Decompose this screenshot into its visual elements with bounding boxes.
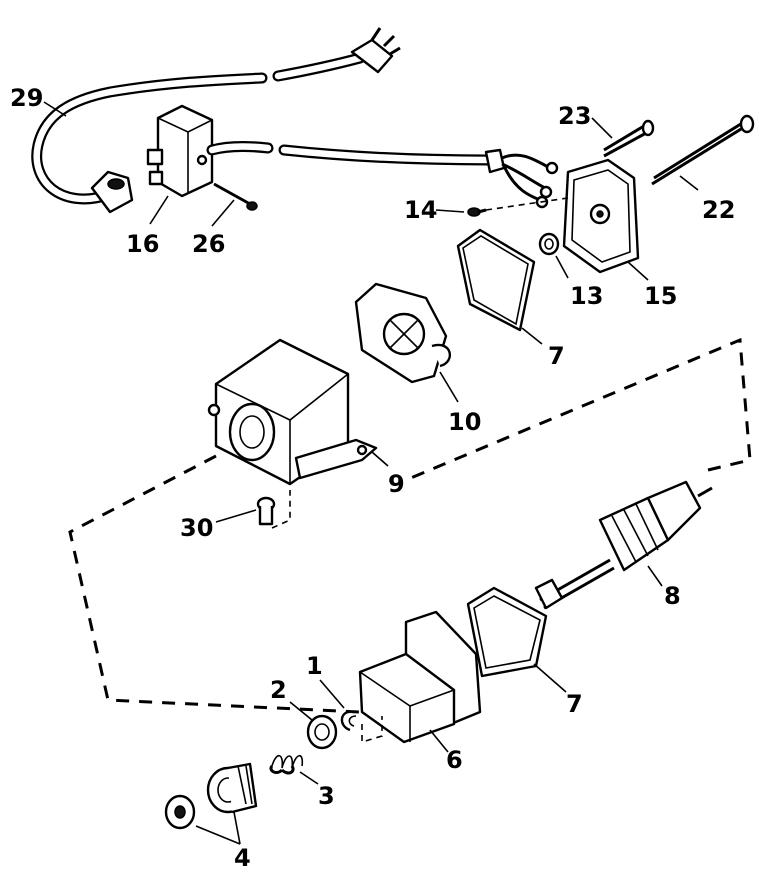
callout-23: 23 bbox=[558, 102, 591, 130]
callout-9: 9 bbox=[388, 470, 405, 498]
callout-13: 13 bbox=[570, 282, 603, 310]
drive-end-housing bbox=[358, 610, 482, 744]
callout-26: 26 bbox=[192, 230, 225, 258]
callout-16: 16 bbox=[126, 230, 159, 258]
end-cap bbox=[485, 158, 640, 274]
field-housing bbox=[207, 338, 378, 486]
callout-6: 6 bbox=[446, 746, 463, 774]
callout-15: 15 bbox=[644, 282, 677, 310]
callout-3: 3 bbox=[318, 782, 335, 810]
callout-labels: 29 16 26 23 22 14 13 15 7 10 9 30 8 7 1 … bbox=[10, 84, 735, 872]
alignment-frame bbox=[68, 337, 752, 714]
callout-29: 29 bbox=[10, 84, 43, 112]
switch-box bbox=[146, 104, 274, 198]
bolt-23 bbox=[603, 119, 655, 158]
brush-plate bbox=[354, 282, 451, 384]
spring-3 bbox=[269, 754, 304, 775]
callout-30: 30 bbox=[180, 514, 213, 542]
callout-4: 4 bbox=[234, 844, 251, 872]
washer-13 bbox=[538, 232, 560, 256]
armature bbox=[534, 480, 713, 610]
switch-screw bbox=[213, 182, 258, 211]
gasket-upper bbox=[456, 228, 536, 332]
callout-1: 1 bbox=[306, 652, 323, 680]
stop-collar-2 bbox=[306, 714, 338, 750]
retaining-ring-1 bbox=[340, 710, 357, 732]
callout-7-upper: 7 bbox=[548, 342, 565, 370]
callout-2: 2 bbox=[270, 676, 287, 704]
callout-22: 22 bbox=[702, 196, 735, 224]
callout-7-lower: 7 bbox=[566, 690, 583, 718]
leader-lines bbox=[43, 101, 699, 845]
callout-14: 14 bbox=[404, 196, 437, 224]
power-cord bbox=[31, 27, 401, 214]
drive-pinion-4 bbox=[164, 762, 258, 830]
screw-14 bbox=[467, 207, 487, 217]
callout-10: 10 bbox=[448, 408, 481, 436]
lead-wires bbox=[278, 144, 559, 209]
callout-8: 8 bbox=[664, 582, 681, 610]
screw-30 bbox=[256, 490, 291, 529]
bolt-22 bbox=[651, 114, 755, 186]
gasket-lower bbox=[466, 586, 548, 678]
